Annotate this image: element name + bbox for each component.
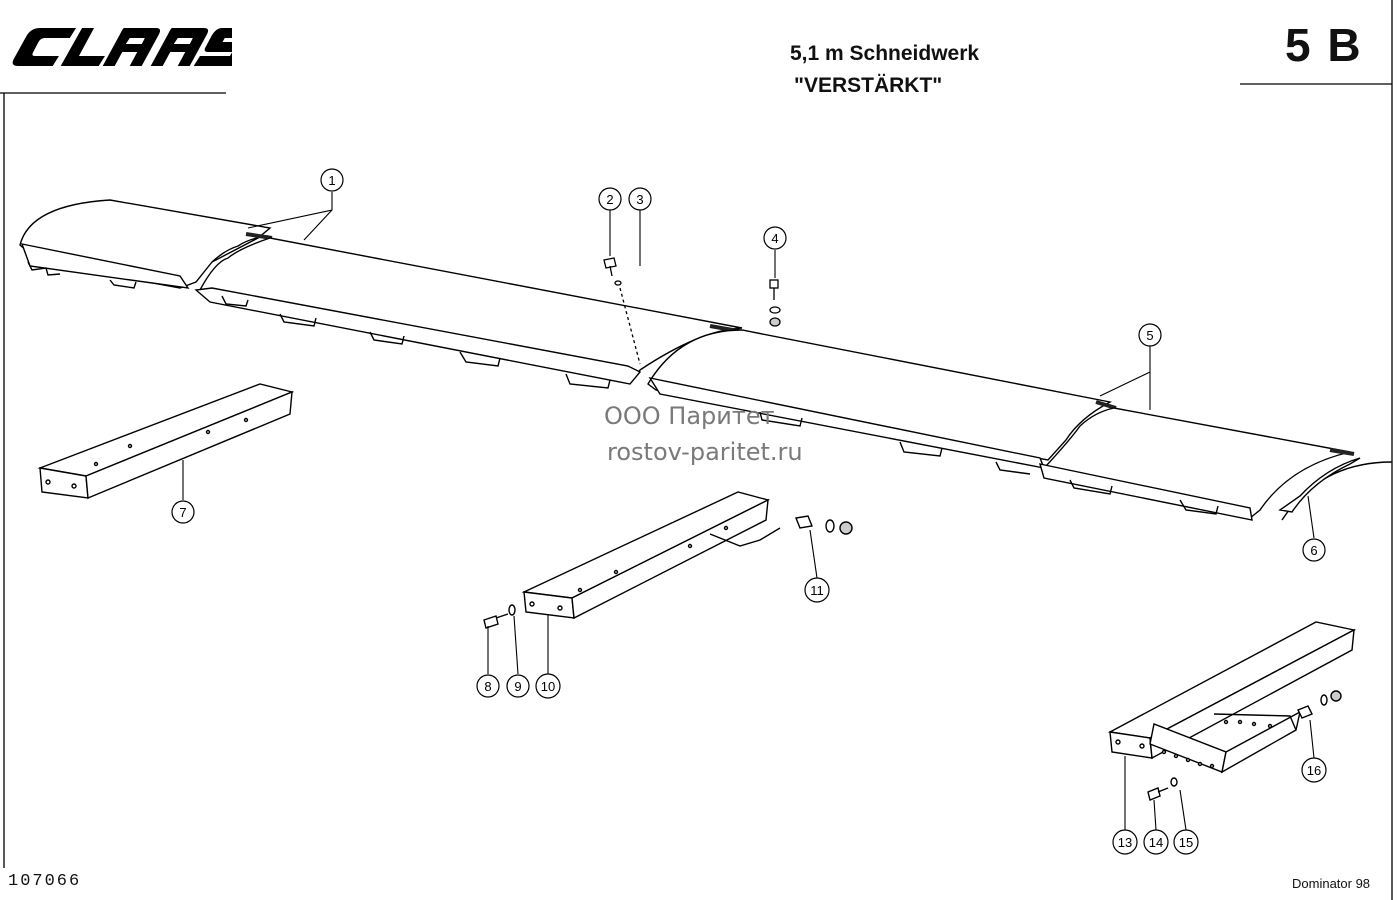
hood-section-right: [647, 329, 1117, 475]
svg-text:1: 1: [328, 173, 335, 188]
drawing-number: 107066: [8, 872, 82, 891]
callout-15: 15: [1173, 829, 1199, 855]
svg-text:14: 14: [1149, 835, 1163, 850]
callout-10: 10: [535, 673, 561, 699]
hood-section-end: [1039, 407, 1355, 521]
beam-part-10: [483, 491, 853, 629]
svg-text:7: 7: [179, 505, 186, 520]
svg-text:13: 13: [1118, 835, 1132, 850]
svg-text:6: 6: [1310, 543, 1317, 558]
svg-text:8: 8: [484, 679, 491, 694]
callout-16: 16: [1301, 757, 1327, 783]
leader-lines: [182, 192, 1315, 831]
callout-3: 3: [628, 187, 652, 211]
callout-13: 13: [1112, 829, 1138, 855]
hood-section-left: [19, 199, 273, 289]
section-code: 5 B: [1285, 19, 1363, 71]
svg-text:9: 9: [514, 679, 521, 694]
machine-model: Dominator 98: [1292, 876, 1371, 891]
beam-part-7: [37, 383, 295, 500]
hood-section-middle: [194, 237, 745, 389]
svg-text:4: 4: [771, 231, 778, 246]
svg-text:15: 15: [1179, 835, 1193, 850]
svg-text:2: 2: [606, 192, 613, 207]
watermark-company: ООО Паритет: [604, 402, 775, 430]
end-plate: [1278, 457, 1393, 521]
callout-8: 8: [476, 674, 500, 698]
callout-1: 1: [320, 168, 344, 192]
svg-text:10: 10: [541, 679, 555, 694]
drawing-title: 5,1 m Schneidwerk: [790, 42, 980, 65]
callout-4: 4: [763, 226, 787, 250]
callout-5: 5: [1138, 323, 1162, 347]
svg-text:5: 5: [1146, 328, 1153, 343]
callout-markers: 1 2 3 4 5 6 7 8 9 10 11 13 14 15 16: [171, 168, 1327, 855]
svg-text:11: 11: [810, 583, 824, 598]
bolts-top: [603, 257, 781, 365]
svg-text:3: 3: [636, 192, 643, 207]
callout-6: 6: [1302, 538, 1326, 562]
bracket-assembly: [1107, 621, 1357, 801]
svg-text:16: 16: [1307, 763, 1321, 778]
callout-14: 14: [1143, 829, 1169, 855]
drawing-subtitle: "VERSTÄRKT": [794, 74, 943, 97]
watermark-url: rostov-paritet.ru: [607, 438, 803, 466]
callout-7: 7: [171, 500, 195, 524]
callout-11: 11: [804, 577, 830, 603]
callout-9: 9: [506, 674, 530, 698]
callout-2: 2: [598, 187, 622, 211]
